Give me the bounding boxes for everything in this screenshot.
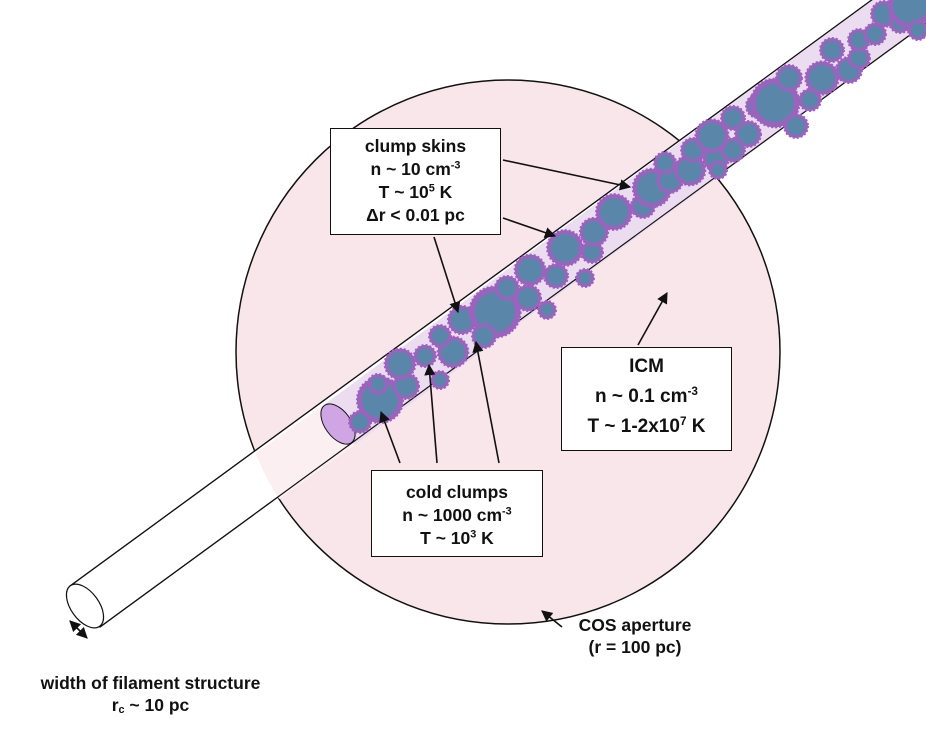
clump-skins-thickness: Δr < 0.01 pc <box>366 205 465 225</box>
cold-clumps-title: cold clumps <box>405 482 509 502</box>
filament-width-title: width of filament structure <box>40 673 261 693</box>
cold-clump-core <box>756 84 794 122</box>
cold-clump-core <box>583 221 605 243</box>
cold-clumps-density: n ~ 1000 cm-3 <box>402 505 512 525</box>
arrow-skins-to-middle-clump <box>502 217 557 238</box>
cold-clump-core <box>911 23 925 37</box>
arrow-cold-2 <box>424 363 438 464</box>
cold-clump-core <box>684 141 702 159</box>
arrow-icm <box>637 292 668 346</box>
arrow-skins-to-upper-clump <box>502 159 632 191</box>
cold-clump-core <box>498 279 516 297</box>
cold-clump-core <box>779 68 799 88</box>
cold-clump-core <box>809 65 835 91</box>
cold-clump-core <box>584 244 600 260</box>
icm-temperature: T ~ 1-2x107 K <box>587 414 706 437</box>
filament-end-cap <box>65 583 105 629</box>
cos-aperture-title: COS aperture <box>578 615 692 635</box>
filament-width-value: rc ~ 10 pc <box>111 695 190 717</box>
cos-aperture-radius: (r = 100 pc) <box>588 637 682 657</box>
cold-clump-core <box>388 352 412 376</box>
cold-clump-core <box>541 304 553 316</box>
cold-clump-core <box>432 328 448 344</box>
arrow-cold-3 <box>472 340 500 464</box>
arrow-cold-1 <box>379 410 401 464</box>
arrow-cos-aperture <box>541 610 563 628</box>
cold-clump-core <box>712 164 724 176</box>
cold-clump-core <box>417 348 433 364</box>
cold-clump-core <box>547 267 565 285</box>
cold-clump-core <box>579 272 591 284</box>
cold-clump-core <box>475 292 515 332</box>
clump-skins-title: clump skins <box>364 136 467 156</box>
cold-clump-core <box>699 123 725 149</box>
cold-clump-core <box>787 117 805 135</box>
cold-clumps-label: cold clumps n ~ 1000 cm-3 T ~ 103 K <box>371 470 543 557</box>
cold-clump-core <box>396 376 416 396</box>
clump-skins-temperature: T ~ 105 K <box>378 182 453 202</box>
clump-skins-label: clump skins n ~ 10 cm-3 T ~ 105 K Δr < 0… <box>330 128 501 235</box>
cold-clump-core <box>475 327 493 345</box>
cold-clump-core <box>738 124 758 144</box>
cold-clump-core <box>518 258 542 282</box>
cold-clump-core <box>851 32 867 48</box>
filament-width-caption: width of filament structure rc ~ 10 pc <box>8 672 293 716</box>
cold-clump-core <box>893 0 926 23</box>
clump-group <box>348 0 926 434</box>
clump-skins-density: n ~ 10 cm-3 <box>370 159 461 179</box>
cold-clump-core <box>518 288 538 308</box>
cold-clump-core <box>600 198 628 226</box>
cold-clump-core <box>657 155 673 171</box>
cold-clump-core <box>851 50 867 66</box>
cold-clump-core <box>724 141 742 159</box>
filament-inside-aperture <box>236 404 355 624</box>
icm-title: ICM <box>629 356 664 377</box>
cold-clump-core <box>441 340 465 364</box>
cold-clump-core <box>724 109 742 127</box>
arrow-filament-width <box>69 620 88 639</box>
icm-label: ICM n ~ 0.1 cm-3 T ~ 1-2x107 K <box>561 347 732 451</box>
filament-edge-top <box>69 0 873 587</box>
icm-density: n ~ 0.1 cm-3 <box>595 384 698 407</box>
cold-clump-core <box>867 26 883 42</box>
cold-clumps-temperature: T ~ 103 K <box>420 528 494 548</box>
cold-clump-core <box>352 414 368 430</box>
cold-clump-core <box>434 374 446 386</box>
cold-clump-core <box>371 377 385 391</box>
cold-clump-core <box>823 41 841 59</box>
cold-clump-core <box>551 234 579 262</box>
filament-cut-face <box>320 403 356 445</box>
arrow-skins-to-lower-clump <box>433 236 461 314</box>
cold-clump-core <box>678 158 702 182</box>
cold-clump-core <box>451 309 473 331</box>
cold-clump-core <box>802 92 818 108</box>
cos-aperture-caption: COS aperture (r = 100 pc) <box>560 614 710 658</box>
